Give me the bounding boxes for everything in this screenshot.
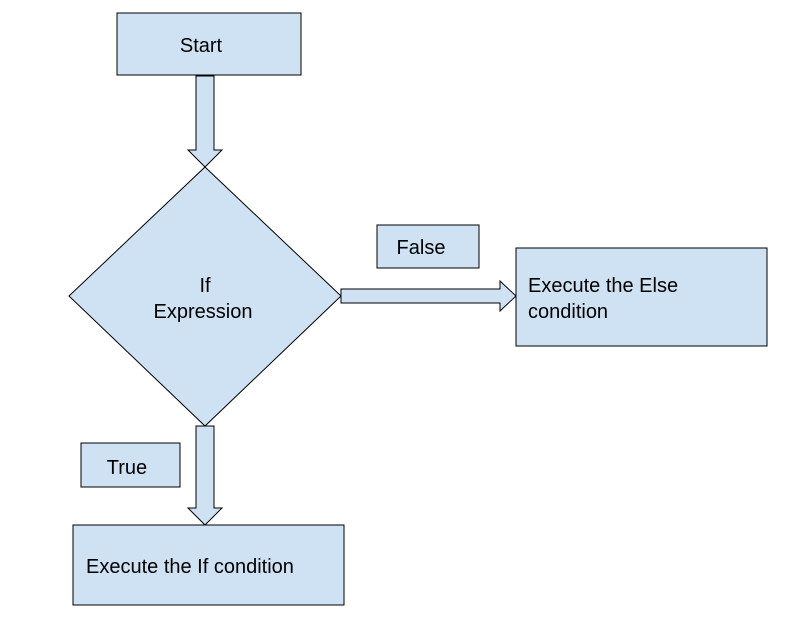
- arrow-decision-to-else: [340, 279, 517, 313]
- true-label-box: True: [80, 442, 181, 488]
- false-label-box: False: [376, 224, 480, 269]
- decision-label-line1: If: [199, 275, 211, 297]
- else-node: Execute the Else condition: [515, 247, 768, 347]
- start-node: Start: [116, 12, 302, 76]
- arrow-start-to-decision: [186, 75, 224, 168]
- false-label: False: [397, 237, 446, 259]
- else-label-line1: Execute the Else: [528, 275, 678, 297]
- decision-label-line2: Expression: [154, 301, 253, 323]
- start-label: Start: [180, 35, 223, 57]
- else-label-line2: condition: [528, 301, 608, 323]
- arrow-decision-to-if: [186, 425, 224, 526]
- if-branch-node: Execute the If condition: [72, 524, 345, 606]
- if-branch-label: Execute the If condition: [86, 556, 294, 578]
- true-label: True: [107, 457, 147, 479]
- decision-node: If Expression: [68, 166, 342, 427]
